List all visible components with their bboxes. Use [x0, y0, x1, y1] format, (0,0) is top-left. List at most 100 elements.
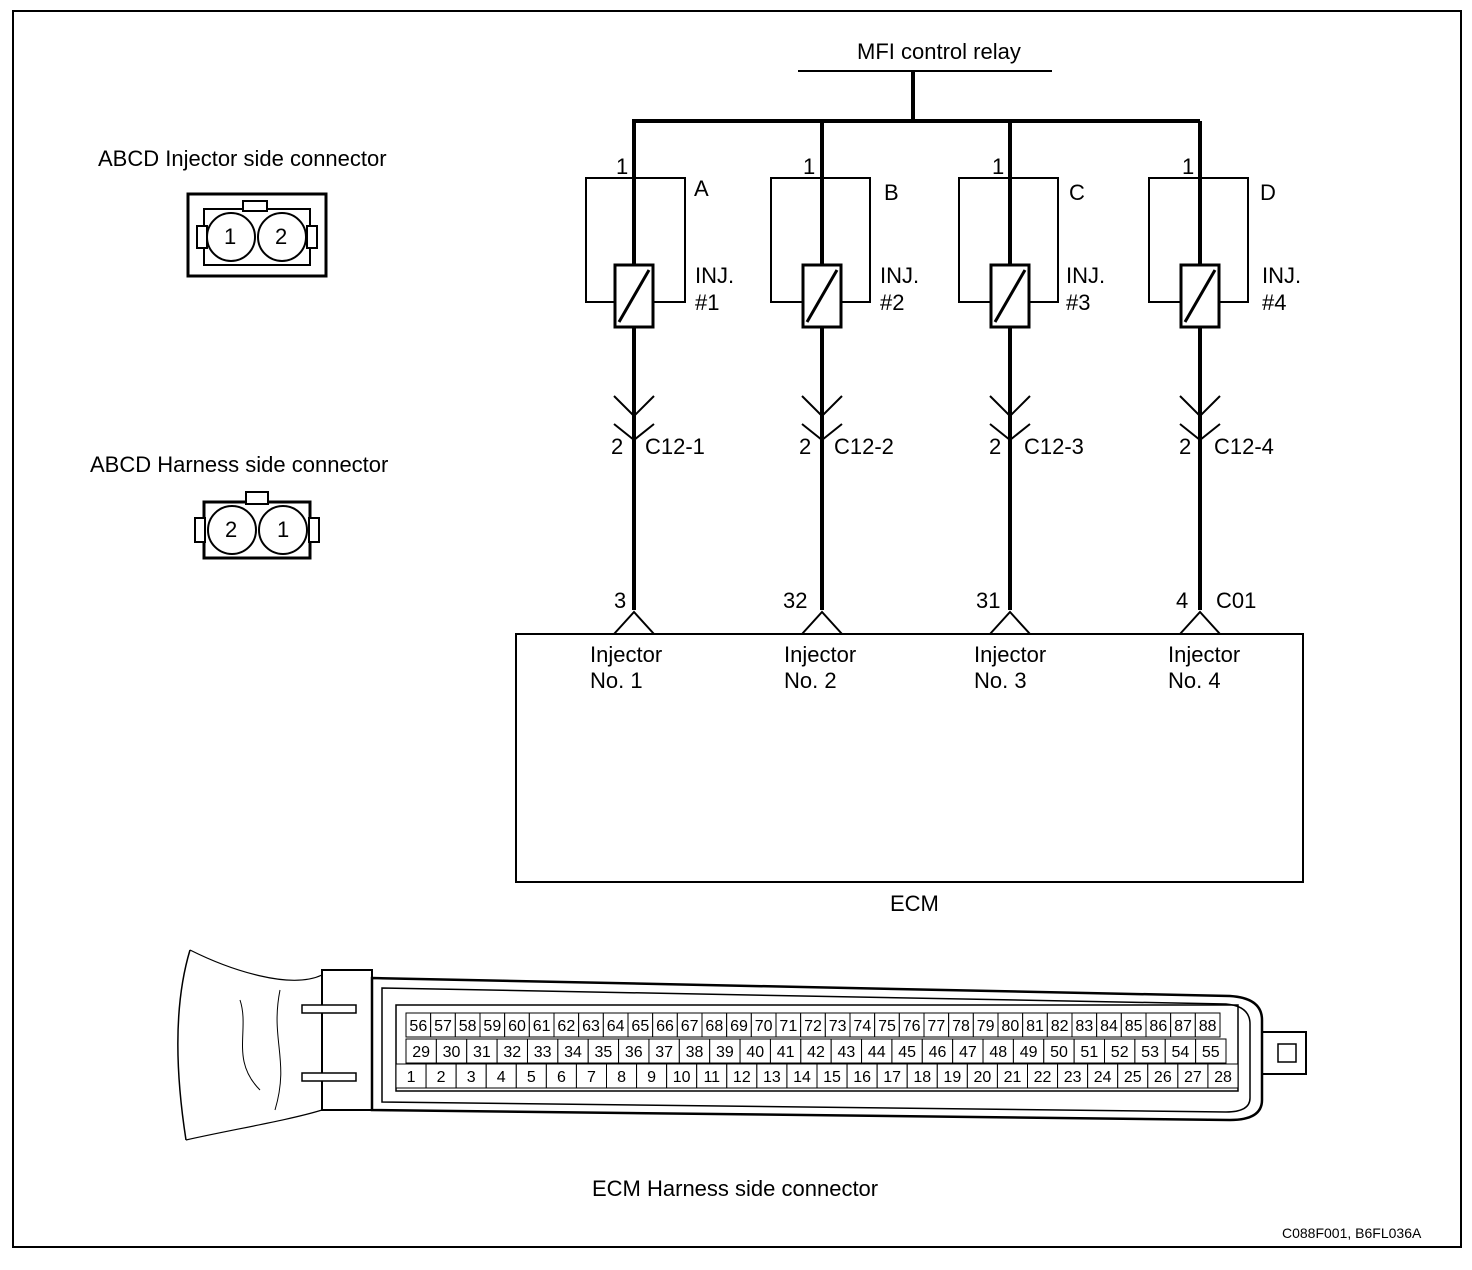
ecm-pin-number: 10 — [673, 1069, 691, 1086]
injector-side-connector — [186, 192, 328, 278]
ecm-pin-cell — [1104, 1038, 1136, 1064]
inj-c-solenoid-slash — [993, 269, 1027, 323]
ecm-pin-cell — [849, 1012, 876, 1038]
ecm-pin-number: 23 — [1064, 1069, 1082, 1086]
ecm-pin-number: 44 — [868, 1044, 886, 1061]
inj-a-name-2: #1 — [695, 290, 720, 315]
inj-c-ecm-pin: 31 — [976, 588, 1001, 613]
ecm-pin-number: 74 — [853, 1018, 871, 1035]
inj-b-ecm-label-2: No. 2 — [784, 668, 837, 693]
ecm-pin-cell — [466, 1038, 498, 1064]
ecm-pin-cell — [405, 1012, 432, 1038]
ecm-pin-cell — [395, 1063, 427, 1089]
ecm-pin-number: 83 — [1075, 1018, 1093, 1035]
inj-b-solenoid-slash — [805, 269, 839, 323]
inj-a-connector: C12-1 — [645, 434, 705, 459]
ecm-pin-number: 35 — [595, 1044, 613, 1061]
inj-c-ecm-pin-mark — [989, 610, 1031, 635]
harness-connector-label: ABCD Harness side connector — [90, 452, 389, 477]
ecm-pin-number: 73 — [829, 1018, 847, 1035]
inj-c-pin-arrow — [989, 395, 1031, 418]
inj-a-solenoid-slash — [617, 269, 651, 323]
ecm-pin-number: 69 — [730, 1018, 748, 1035]
inj-d-ecm-label-2: No. 4 — [1168, 668, 1221, 693]
ecm-pin-number: 70 — [755, 1018, 773, 1035]
inj-c-connector: C12-3 — [1024, 434, 1084, 459]
ecm-pin-cell — [898, 1012, 925, 1038]
inj-c-letter: C — [1069, 180, 1085, 205]
ecm-pin-number: 5 — [527, 1069, 536, 1086]
ecm-pin-cell — [874, 1012, 900, 1038]
ecm-pin-cell — [966, 1063, 998, 1089]
ecm-pin-cell — [1194, 1012, 1221, 1038]
ecm-pin-cell — [830, 1038, 863, 1064]
ecm-pin-cell — [756, 1063, 788, 1089]
ecm-pin-number: 7 — [587, 1069, 596, 1086]
ecm-pin-cell — [769, 1038, 802, 1064]
ecm-pin-cell — [972, 1012, 999, 1038]
inj-a-harness-mark — [613, 423, 655, 442]
relay-label: MFI control relay — [857, 39, 1021, 64]
ecm-pin-number: 60 — [508, 1018, 526, 1035]
inj-d-name-1: INJ. — [1262, 263, 1302, 288]
ecm-pin-number: 42 — [807, 1044, 825, 1061]
inj-a-bottom-pin: 2 — [611, 434, 624, 459]
inj-d-solenoid-slash — [1183, 269, 1217, 323]
ecm-pin-number: 65 — [631, 1018, 649, 1035]
ecm-pin-number: 25 — [1124, 1069, 1142, 1086]
ecm-pin-number: 19 — [943, 1069, 961, 1086]
ecm-pin-number: 24 — [1094, 1069, 1112, 1086]
injector-circuits — [585, 121, 1249, 635]
ecm-pin-cell — [1022, 1012, 1048, 1038]
ecm-pin-number: 79 — [977, 1018, 995, 1035]
ecm-pin-number: 34 — [564, 1044, 582, 1061]
ecm-pin-number: 17 — [883, 1069, 901, 1086]
inj-d-pin-arrow — [1179, 395, 1221, 418]
ecm-pin-cell — [701, 1012, 728, 1038]
ecm-pin-cell — [1046, 1012, 1073, 1038]
ecm-pin-number: 32 — [503, 1044, 521, 1061]
injector-conn-pin-1: 1 — [224, 224, 237, 249]
ecm-pin-number: 86 — [1149, 1018, 1167, 1035]
ecm-pin-number: 27 — [1184, 1069, 1202, 1086]
ecm-pin-number: 52 — [1111, 1044, 1129, 1061]
ecm-pin-number: 9 — [647, 1069, 656, 1086]
ecm-pin-cell — [496, 1038, 528, 1064]
ecm-pin-cell — [786, 1063, 818, 1089]
ecm-pin-cell — [1043, 1038, 1075, 1064]
ecm-pin-number: 80 — [1001, 1018, 1019, 1035]
ecm-pin-cell — [627, 1012, 654, 1038]
inj-d-bottom-pin: 2 — [1179, 434, 1192, 459]
ecm-pin-number: 4 — [497, 1069, 506, 1086]
ecm-pin-cell — [1134, 1038, 1166, 1064]
ecm-pin-number: 26 — [1154, 1069, 1172, 1086]
ecm-pin-number: 77 — [927, 1018, 945, 1035]
inj-d-ecm-pin-mark — [1179, 610, 1221, 635]
injector-connector-label: ABCD Injector side connector — [98, 146, 387, 171]
inj-c-ecm-label-1: Injector — [974, 642, 1047, 667]
ecm-pin-number: 47 — [959, 1044, 977, 1061]
ecm-pin-number: 14 — [793, 1069, 811, 1086]
ecm-pin-cell — [678, 1038, 711, 1064]
ecm-pin-number: 58 — [459, 1018, 477, 1035]
inj-c-ecm-label-2: No. 3 — [974, 668, 1027, 693]
inj-b-pin-arrow — [801, 395, 843, 418]
ecm-pin-number: 49 — [1020, 1044, 1038, 1061]
ecm-pin-cell — [1071, 1012, 1098, 1038]
inj-b-bottom-pin: 2 — [799, 434, 812, 459]
inj-c-name-2: #3 — [1066, 290, 1091, 315]
ecm-pin-number: 6 — [557, 1069, 566, 1086]
ecm-pin-number: 2 — [437, 1069, 446, 1086]
ecm-pin-cell — [526, 1038, 559, 1064]
ecm-pin-number: 29 — [412, 1044, 430, 1061]
ecm-pin-number: 30 — [443, 1044, 461, 1061]
inj-a-name-1: INJ. — [695, 263, 735, 288]
ecm-pin-cell — [846, 1063, 878, 1089]
injector-conn-pin-2: 2 — [275, 224, 288, 249]
ecm-pin-number: 53 — [1141, 1044, 1159, 1061]
inj-a-ecm-pin: 3 — [614, 588, 627, 613]
ecm-pin-number: 16 — [853, 1069, 871, 1086]
diagram-frame — [12, 10, 1462, 1248]
ecm-pin-number: 37 — [655, 1044, 673, 1061]
